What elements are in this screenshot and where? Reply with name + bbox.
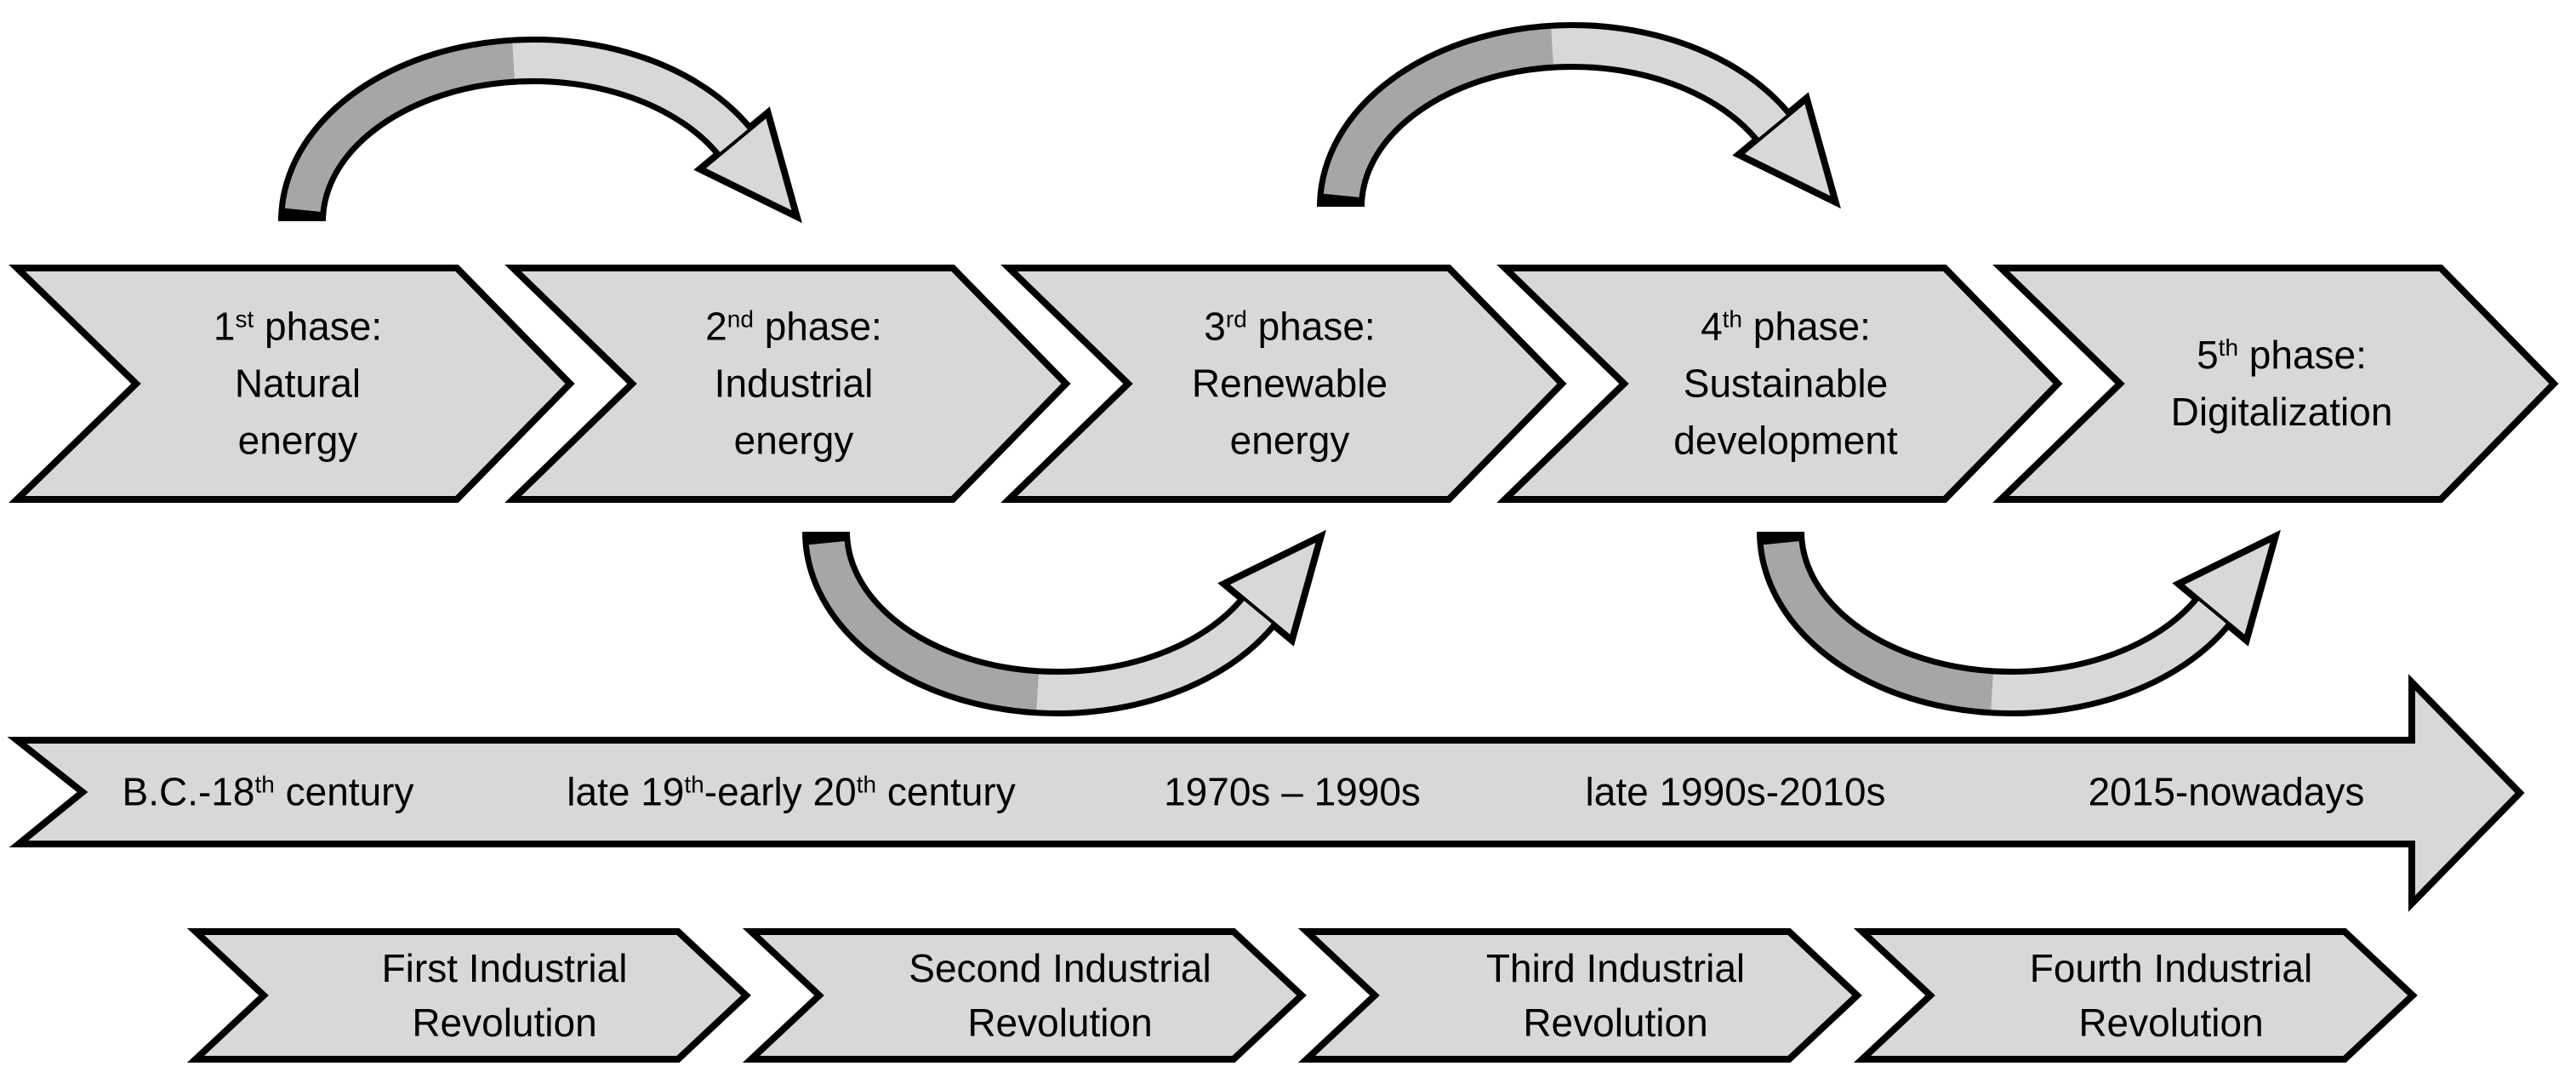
revolution-chevron-4 <box>1853 928 2418 1063</box>
ordinal-suffix: th <box>254 771 275 798</box>
ordinal-suffix: nd <box>727 305 754 333</box>
revolution-label-3: Third Industrial Revolution <box>1485 946 1746 1045</box>
timeline-period-1: B.C.-18th century <box>122 769 414 814</box>
revolution-chevrons <box>186 928 2418 1063</box>
revolution-chevron-3 <box>1297 928 1862 1063</box>
phase-title: 1st phase: <box>213 304 383 349</box>
revolution-label-4: Fourth Industrial Revolution <box>2029 946 2313 1045</box>
phase-line2: Sustainable <box>1683 361 1889 406</box>
ordinal-suffix: st <box>235 305 254 333</box>
curved-arrow-phase1-to-phase2 <box>302 60 797 221</box>
timeline-period-5: 2015-nowadays <box>2088 769 2365 814</box>
curved-arrow-phase3-to-phase4 <box>1341 46 1836 207</box>
phase-label-4: 4th phase: Sustainable development <box>1673 299 1897 470</box>
timeline-period-4: late 1990s-2010s <box>1585 769 1886 814</box>
revolution-label-2: Second Industrial Revolution <box>909 946 1211 1045</box>
phase-title: 3rd phase: <box>1204 304 1376 349</box>
phase-line3: energy <box>1229 418 1350 463</box>
phase-line2: Renewable <box>1191 361 1388 406</box>
curved-arrow-phase4-to-phase5 <box>1781 532 2276 693</box>
phase-label-3: 3rd phase: Renewable energy <box>1192 299 1388 470</box>
timeline-arrow <box>7 674 2525 912</box>
revolution-chevron-1 <box>186 928 751 1063</box>
ordinal-suffix: th <box>856 771 877 798</box>
phase-title: 5th phase: <box>2197 333 2367 377</box>
phase-label-5: 5th phase: Digitalization <box>2171 327 2393 441</box>
revolution-chevron-2 <box>742 928 1307 1063</box>
ordinal-suffix: rd <box>1225 305 1247 333</box>
timeline-period-2: late 19th-early 20th century <box>567 769 1016 814</box>
phase-line2: Digitalization <box>2170 390 2393 434</box>
phase-label-2: 2nd phase: Industrial energy <box>705 299 882 470</box>
phase-line3: development <box>1673 418 1898 463</box>
phase-chevron-5 <box>1992 265 2559 503</box>
phase-line2: Natural <box>234 361 362 406</box>
phase-chevron-3 <box>1000 265 1567 503</box>
phase-label-1: 1st phase: Natural energy <box>214 299 382 470</box>
ordinal-suffix: th <box>684 771 704 798</box>
phase-chevron-1 <box>9 265 575 503</box>
phase-line3: energy <box>237 418 358 463</box>
phase-chevrons <box>9 265 2559 503</box>
phase-chevron-4 <box>1496 265 2063 503</box>
revolution-label-1: First Industrial Revolution <box>381 946 628 1045</box>
phase-chevron-2 <box>504 265 1071 503</box>
timeline-period-3: 1970s – 1990s <box>1164 769 1421 814</box>
phase-title: 4th phase: <box>1701 304 1871 349</box>
ordinal-suffix: th <box>1722 305 1743 333</box>
phase-line3: energy <box>733 418 854 463</box>
curved-arrow-phase2-to-phase3 <box>826 532 1321 693</box>
phase-line2: Industrial <box>714 361 874 406</box>
phase-title: 2nd phase: <box>705 304 882 349</box>
ordinal-suffix: th <box>2218 334 2239 361</box>
